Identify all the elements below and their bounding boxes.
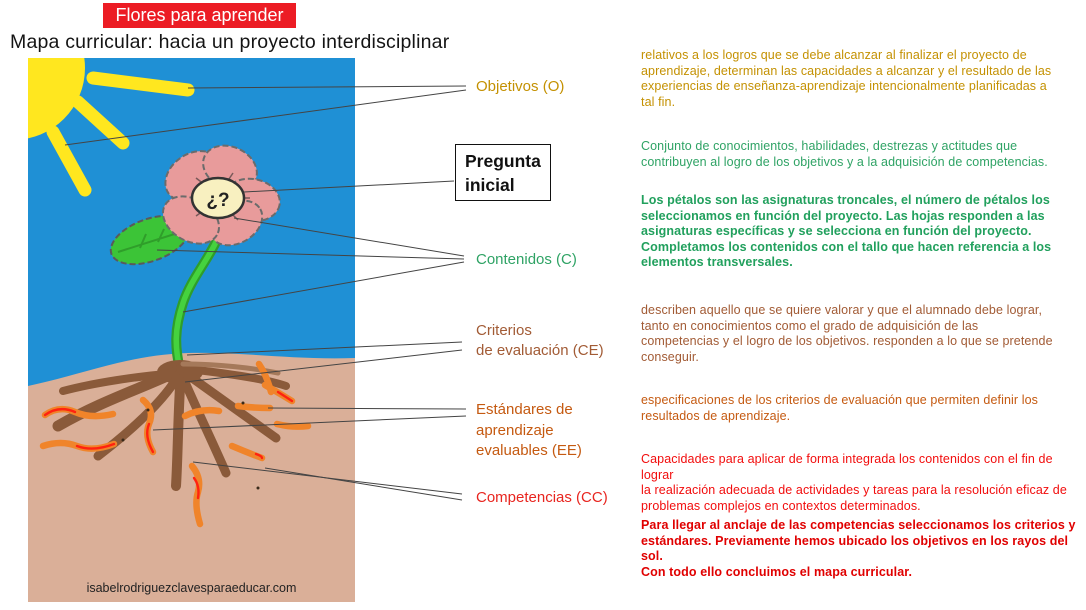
label-contenidos: Contenidos (C) bbox=[476, 251, 577, 268]
worm-accent bbox=[75, 442, 116, 450]
worm-accent bbox=[276, 390, 294, 403]
description-objetivos: relativos a los logros que se debe alcan… bbox=[641, 48, 1052, 109]
description-contenidos: Conjunto de conocimientos, habilidades, … bbox=[641, 139, 1048, 169]
flower-center bbox=[190, 176, 246, 220]
worm bbox=[234, 402, 274, 412]
worm-accent bbox=[43, 407, 77, 417]
label-objetivos: Objetivos (O) bbox=[476, 78, 565, 95]
worm bbox=[273, 420, 312, 430]
root bbox=[59, 369, 182, 395]
title-banner: Flores para aprender bbox=[103, 3, 296, 28]
root bbox=[171, 365, 186, 491]
worm bbox=[228, 442, 266, 462]
worm-accent bbox=[254, 452, 264, 460]
leaf-vein bbox=[117, 228, 185, 253]
sun-icon bbox=[28, 58, 85, 139]
watermark-url: isabelrodriguezclavesparaeducar.com bbox=[86, 581, 297, 595]
flower-illustration: ¿? bbox=[28, 58, 355, 602]
description-estandares: especificaciones de los criterios de eva… bbox=[641, 393, 1038, 423]
sun-ray bbox=[46, 125, 92, 197]
label-estandares-aprendizaje: Estándares de aprendizaje evaluables (EE… bbox=[476, 401, 582, 459]
flower-drawing: ¿? bbox=[28, 58, 355, 602]
description-conclusion: Para llegar al anclaje de las competenci… bbox=[641, 518, 1076, 579]
label-criterios-evaluacion: Criterios de evaluación (CE) bbox=[476, 322, 604, 359]
description-criterios: describen aquello que se quiere valorar … bbox=[641, 303, 1053, 364]
question-mark: ¿? bbox=[206, 190, 229, 211]
label-pregunta-inicial: Pregunta inicial bbox=[455, 144, 551, 201]
worm bbox=[181, 406, 223, 420]
description-competencias: Capacidades para aplicar de forma integr… bbox=[641, 452, 1067, 513]
label-competencias: Competencias (CC) bbox=[476, 489, 608, 506]
sun-ray bbox=[86, 71, 195, 97]
worm-accent bbox=[146, 422, 155, 454]
description-petalos: Los pétalos son las asignaturas troncale… bbox=[641, 193, 1052, 270]
page-title: Mapa curricular: hacia un proyecto inter… bbox=[10, 31, 450, 53]
